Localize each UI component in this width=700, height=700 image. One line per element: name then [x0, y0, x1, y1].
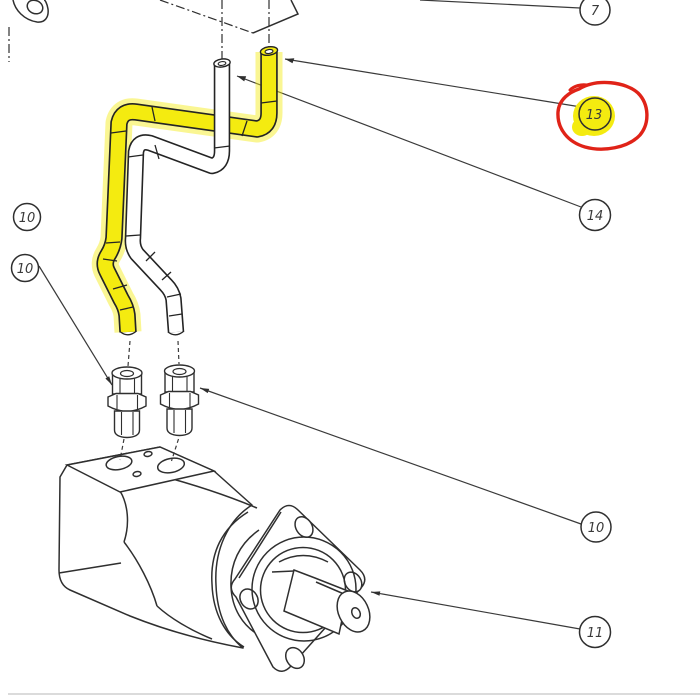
callout-10c-bubble[interactable] — [580, 511, 612, 543]
hub-chamfer-arc — [278, 554, 329, 563]
bolt-hole-small-bottom — [132, 470, 142, 478]
callout-14-label: 14 — [587, 209, 604, 224]
saddle-curve-upper — [119, 490, 129, 543]
callout-11-bubble[interactable] — [578, 615, 612, 649]
yellow-highlighted-hose — [91, 45, 283, 336]
white-hose — [124, 58, 231, 336]
port-hole-right — [156, 457, 186, 474]
fitting-left — [107, 366, 147, 439]
hose-bore — [264, 48, 274, 55]
arrowhead-14 — [237, 76, 247, 82]
callout-11-label: 11 — [587, 626, 604, 641]
arrowhead-11 — [371, 591, 381, 596]
flange-bolt-hole-bottom — [284, 646, 306, 670]
flange-bolt-hole-right — [343, 571, 363, 593]
leader-line-7 — [419, 0, 581, 9]
callout-10a-label: 10 — [19, 211, 36, 226]
barrel-arc-outer — [211, 511, 249, 648]
callout-11[interactable]: 11 — [578, 615, 612, 649]
callout-10-upper-left[interactable]: 10 — [12, 202, 42, 232]
callout-7-bubble[interactable] — [579, 0, 611, 26]
hose-body — [126, 63, 229, 333]
hose-end-cap — [167, 330, 185, 336]
callout-10b-bubble[interactable] — [10, 253, 40, 283]
shaft-root-edge — [271, 570, 295, 573]
hose-bore — [217, 60, 227, 67]
barrel-bottom-edge — [156, 605, 213, 640]
flange-bolt-hole-top — [294, 516, 314, 538]
hose-body — [98, 52, 277, 333]
red-loop-hook — [568, 83, 589, 92]
flange-thickness-edge — [238, 511, 282, 579]
leader-line-10-right — [199, 387, 582, 525]
port-hole-left — [105, 455, 133, 471]
leader-lines — [38, 0, 582, 630]
leader-line-10-left — [38, 265, 113, 386]
motor-body — [58, 446, 253, 649]
callout-10c-label: 10 — [588, 521, 605, 536]
shaft-keyway-line — [315, 581, 345, 595]
bolt-hole-small-top — [143, 450, 153, 458]
callout-10-lower-left[interactable]: 10 — [10, 253, 40, 283]
leader-line-13 — [284, 58, 582, 108]
red-loop — [556, 80, 649, 151]
callout-14[interactable]: 14 — [578, 198, 612, 232]
callout-10a-bubble[interactable] — [12, 202, 42, 232]
callout-10b-label: 10 — [17, 262, 34, 277]
arrowhead-10-left — [105, 376, 112, 385]
manifold-panel-fragment — [159, 0, 300, 59]
callout-13-bubble[interactable] — [578, 97, 612, 131]
callout-13-label: 13 — [586, 108, 603, 123]
arrowhead-10-right — [200, 388, 210, 394]
shaft-center-hole — [350, 606, 362, 620]
leader-line-14 — [236, 75, 582, 208]
panel-centerline — [159, 0, 254, 34]
callout-7[interactable]: 7 — [579, 0, 611, 26]
arrowhead-13 — [285, 58, 295, 64]
callout-10-right[interactable]: 10 — [580, 511, 612, 543]
leader-line-11 — [370, 591, 581, 630]
assembly-dash-lines — [119, 340, 180, 462]
red-annotation-circle — [556, 80, 649, 151]
body-crease — [58, 562, 122, 574]
callout-7-label: 7 — [591, 4, 600, 19]
callout-13[interactable]: 13 — [578, 97, 612, 131]
hose-end-cap — [120, 330, 137, 336]
hydraulic-motor — [58, 446, 371, 672]
callouts: 7 13 14 10 10 10 11 — [10, 0, 612, 649]
cutoff-hose-fragment — [8, 0, 49, 62]
saddle-curve-lower — [123, 541, 158, 607]
fitting-right — [159, 364, 200, 437]
flange-boss-circle — [251, 536, 357, 642]
callout-14-bubble[interactable] — [578, 198, 612, 232]
